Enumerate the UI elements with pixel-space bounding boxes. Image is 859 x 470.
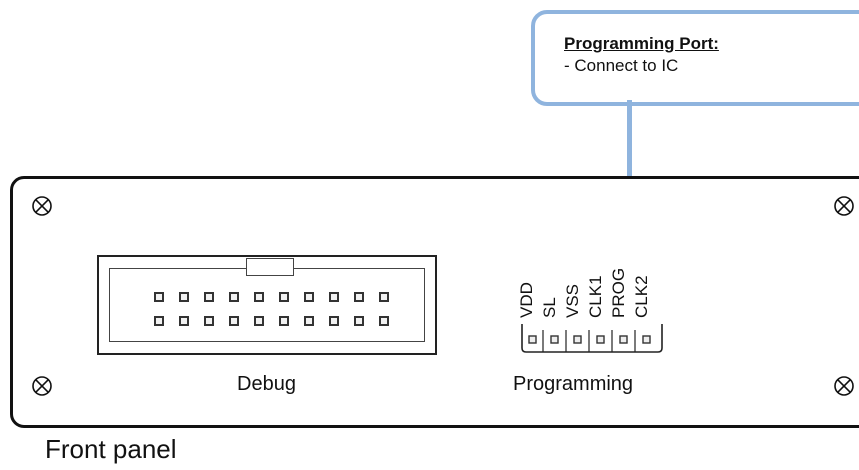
front-panel-caption: Front panel bbox=[45, 434, 177, 464]
debug-pin bbox=[229, 292, 239, 302]
debug-pin bbox=[304, 316, 314, 326]
screw-icon bbox=[834, 376, 854, 396]
debug-pin bbox=[254, 292, 264, 302]
callout-text: - Connect to IC bbox=[564, 56, 679, 75]
front-panel bbox=[10, 176, 859, 428]
debug-pin bbox=[179, 316, 189, 326]
debug-label: Debug bbox=[237, 373, 296, 395]
pin-label-prog: PROG bbox=[609, 267, 628, 318]
pin-label-clk2: CLK2 bbox=[632, 275, 651, 318]
callout-leader-line bbox=[627, 100, 632, 242]
debug-pin bbox=[329, 316, 339, 326]
debug-pin bbox=[229, 316, 239, 326]
pin-label-vss: VSS bbox=[563, 283, 582, 318]
debug-pin bbox=[379, 316, 389, 326]
debug-pin bbox=[279, 316, 289, 326]
screw-icon bbox=[834, 196, 854, 216]
debug-pin bbox=[254, 316, 264, 326]
debug-pin bbox=[204, 316, 214, 326]
debug-pin bbox=[154, 292, 164, 302]
callout-title: Programming Port: bbox=[564, 34, 719, 53]
debug-pin bbox=[379, 292, 389, 302]
pin-label-sl: SL bbox=[540, 297, 559, 318]
debug-pin bbox=[354, 292, 364, 302]
pin-label-vdd: VDD bbox=[517, 282, 536, 318]
debug-connector bbox=[97, 255, 437, 355]
debug-pin bbox=[354, 316, 364, 326]
pin-label-clk1: CLK1 bbox=[586, 275, 605, 318]
debug-pin bbox=[329, 292, 339, 302]
debug-connector-key bbox=[246, 258, 294, 276]
programming-connector bbox=[521, 324, 663, 353]
debug-connector-shroud bbox=[109, 268, 425, 342]
callout-box bbox=[531, 10, 859, 106]
debug-pin bbox=[154, 316, 164, 326]
screw-icon bbox=[32, 376, 52, 396]
debug-pin bbox=[204, 292, 214, 302]
debug-pin bbox=[304, 292, 314, 302]
programming-label: Programming bbox=[513, 373, 634, 395]
debug-pin bbox=[179, 292, 189, 302]
screw-icon bbox=[32, 196, 52, 216]
debug-pin bbox=[279, 292, 289, 302]
